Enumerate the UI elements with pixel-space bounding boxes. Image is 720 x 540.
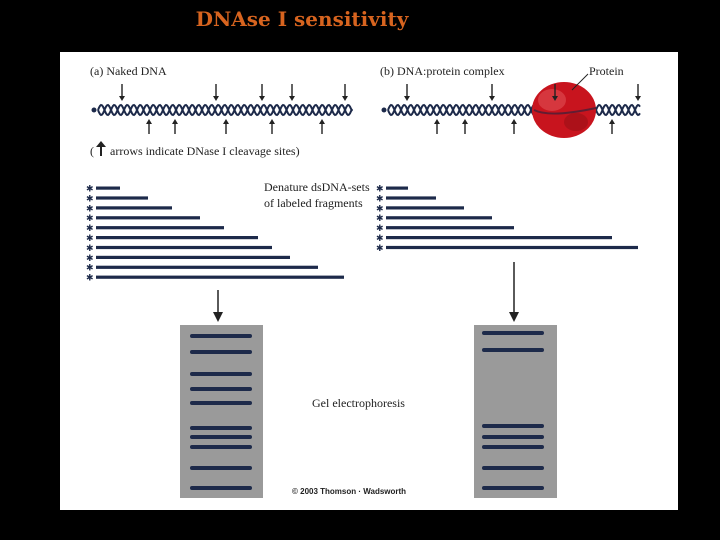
fragment-b-label-star-3: ✱ [376,214,384,224]
gel-a-band-3 [190,387,252,391]
gel-b-band-2 [482,424,544,428]
gel-b-band-5 [482,466,544,470]
gel-b-band-3 [482,435,544,439]
naked-dna-label-dot [92,108,97,113]
complex-dna-label-dot [382,108,387,113]
fragment-a-fragment-4 [96,226,224,229]
gel-b-band-6 [482,486,544,490]
fragment-a-fragment-2 [96,206,172,209]
fragment-a-label-star-4: ✱ [86,224,94,234]
fragment-b-fragment-0 [386,187,408,190]
fragment-b-label-star-1: ✱ [376,194,384,204]
fragment-b-fragment-6 [386,246,638,249]
fragment-a-label-star-6: ✱ [86,244,94,254]
fragment-a-label-star-7: ✱ [86,254,94,264]
fragment-b-label-star-6: ✱ [376,244,384,254]
protein-blob [532,82,596,138]
fragment-a-label-star-1: ✱ [86,194,94,204]
fragment-b-label-star-4: ✱ [376,224,384,234]
legend: ( arrows indicate DNase I cleavage sites… [90,141,300,158]
denature-note-line2: of labeled fragments [264,196,363,210]
fragment-b-fragment-4 [386,226,514,229]
fragment-a-label-star-8: ✱ [86,264,94,274]
fragment-a-fragment-9 [96,276,344,279]
gel-a-band-4 [190,401,252,405]
fragment-b-label-star-0: ✱ [376,185,384,195]
fragment-a-label-star-0: ✱ [86,185,94,195]
fragment-a-fragment-3 [96,216,200,219]
panel-b-label: (b) DNA:protein complex [380,64,505,78]
gel-a-band-0 [190,334,252,338]
fragment-b-fragment-3 [386,216,492,219]
fragment-b-label-star-5: ✱ [376,234,384,244]
fragment-a-fragment-6 [96,246,272,249]
fragment-a-label-star-9: ✱ [86,274,94,284]
denature-note-line1: Denature dsDNA-sets [264,180,370,194]
panel-a-label: (a) Naked DNA [90,64,167,78]
fragment-a-fragment-0 [96,187,120,190]
slide-title: DNAse I sensitivity [196,7,410,31]
protein-label: Protein [589,64,624,78]
gel-a-band-8 [190,466,252,470]
fragment-a-label-star-2: ✱ [86,204,94,214]
legend-text: arrows indicate DNase I cleavage sites) [110,144,300,158]
fragment-a-fragment-7 [96,256,290,259]
svg-text:(: ( [90,144,94,158]
fragment-a-fragment-5 [96,236,258,239]
gel-b-band-0 [482,331,544,335]
fragment-a-label-star-5: ✱ [86,234,94,244]
gel-b-band-4 [482,445,544,449]
gel-a-band-9 [190,486,252,490]
fragment-b-label-star-2: ✱ [376,204,384,214]
fragment-b-fragment-1 [386,196,436,199]
gel-a-band-1 [190,350,252,354]
fragment-a-label-star-3: ✱ [86,214,94,224]
gel-a-band-5 [190,426,252,430]
gel-a-band-2 [190,372,252,376]
fragment-b-fragment-2 [386,206,464,209]
fragment-b-fragment-5 [386,236,612,239]
gel-a-band-7 [190,445,252,449]
gel-b-band-1 [482,348,544,352]
gel-caption: Gel electrophoresis [312,396,405,410]
fragment-a-fragment-1 [96,196,148,199]
gel-a-band-6 [190,435,252,439]
fragment-a-fragment-8 [96,266,318,269]
copyright-credit: © 2003 Thomson · Wadsworth [292,487,406,496]
